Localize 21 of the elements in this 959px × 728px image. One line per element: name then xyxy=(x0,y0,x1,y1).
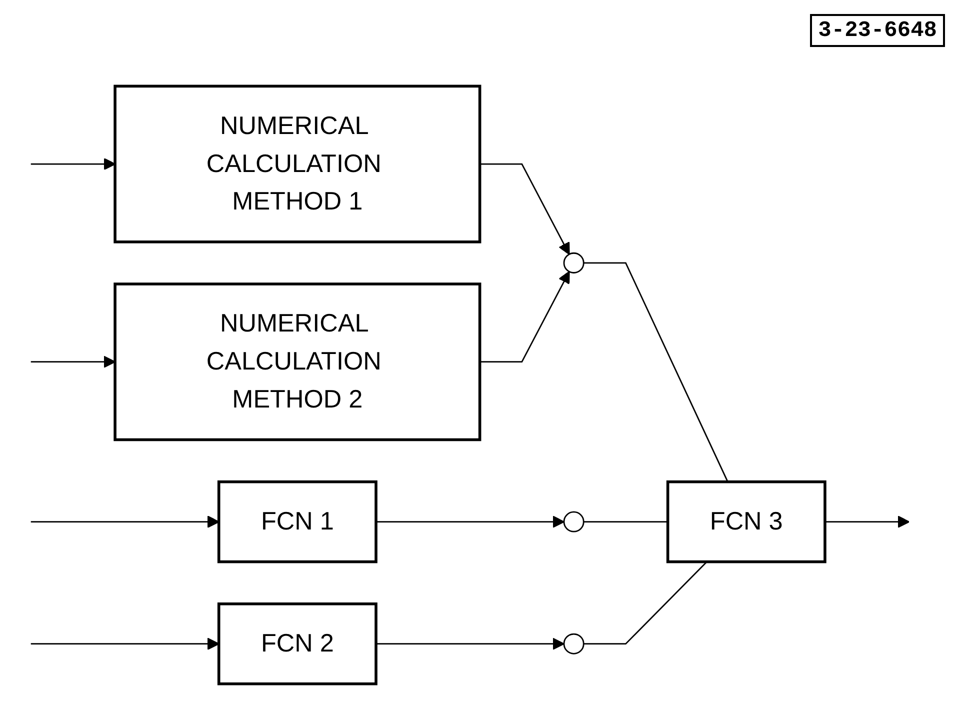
connector xyxy=(584,521,668,522)
arrow xyxy=(30,516,220,528)
function-box: FCN 1 xyxy=(217,480,378,564)
figure-number: 3-23-6648 xyxy=(810,14,945,47)
arrow xyxy=(824,516,910,528)
port-circle xyxy=(563,252,584,274)
port-circle xyxy=(563,633,584,654)
function-box: FCN 2 xyxy=(217,602,378,686)
connector xyxy=(584,561,708,645)
connector xyxy=(584,262,728,482)
arrow xyxy=(376,638,565,650)
port-circle xyxy=(563,511,584,532)
arrow xyxy=(480,271,570,363)
arrow xyxy=(30,356,116,368)
arrow xyxy=(376,516,565,528)
function-box: NUMERICAL CALCULATION METHOD 2 xyxy=(114,282,482,442)
function-box: FCN 3 xyxy=(666,480,826,564)
arrow xyxy=(30,638,220,650)
arrow xyxy=(480,163,570,255)
function-box: NUMERICAL CALCULATION METHOD 1 xyxy=(114,84,482,244)
arrow xyxy=(30,158,116,170)
